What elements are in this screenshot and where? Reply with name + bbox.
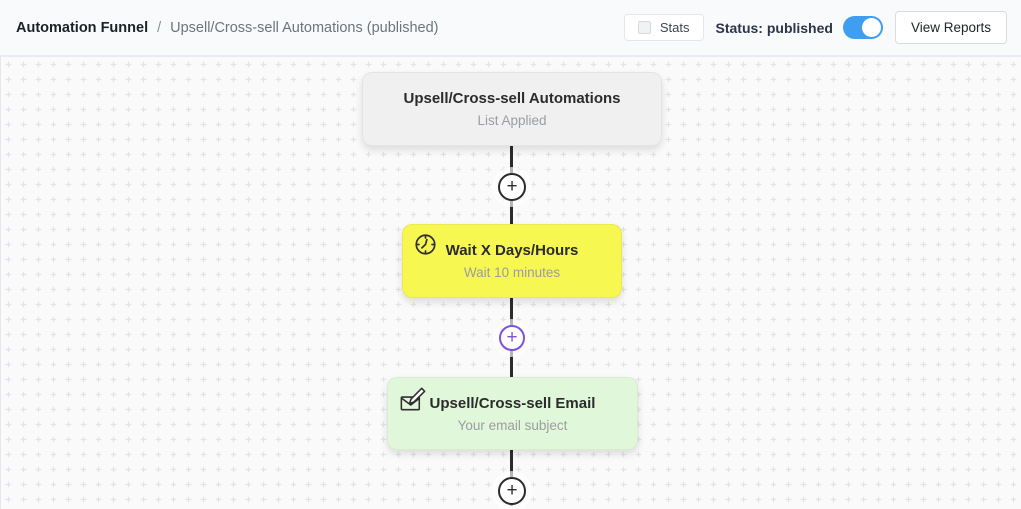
node-wait[interactable]: Wait X Days/Hours Wait 10 minutes [402,224,622,298]
node-subtitle: Your email subject [457,417,568,433]
node-subtitle: List Applied [477,113,547,128]
node-email[interactable]: Upsell/Cross-sell Email Your email subje… [387,377,638,450]
plus-icon: + [506,326,518,348]
compose-email-icon [397,384,428,415]
add-step-button[interactable]: + [498,173,526,201]
clock-icon [412,231,439,258]
toggle-knob [861,18,881,37]
breadcrumb-separator: / [157,19,162,36]
stats-checkbox[interactable] [637,21,651,34]
breadcrumb-root-link[interactable]: Automation Funnel [16,19,149,36]
plus-icon: + [506,175,518,197]
automation-canvas: Upsell/Cross-sell Automations List Appli… [0,57,1021,509]
add-step-button[interactable]: + [498,477,526,505]
status-toggle-switch[interactable] [842,16,883,39]
node-subtitle: Wait 10 minutes [463,265,561,280]
node-title: Wait X Days/Hours [445,242,579,259]
header-bar: Automation Funnel / Upsell/Cross-sell Au… [0,0,1021,57]
status-label: Status: published [715,19,833,36]
add-step-button[interactable]: + [499,325,525,351]
stats-toggle-button[interactable]: Stats [623,14,704,41]
node-title: Upsell/Cross-sell Email [429,394,596,412]
view-reports-button[interactable]: View Reports [894,11,1007,44]
breadcrumb: Automation Funnel / Upsell/Cross-sell Au… [16,20,439,36]
node-trigger[interactable]: Upsell/Cross-sell Automations List Appli… [362,72,662,146]
plus-icon: + [506,479,518,501]
header-controls: Stats Status: published View Reports [623,11,1007,44]
breadcrumb-current: Upsell/Cross-sell Automations (published… [170,19,439,36]
node-title: Upsell/Cross-sell Automations [403,90,621,107]
stats-label: Stats [659,20,690,35]
